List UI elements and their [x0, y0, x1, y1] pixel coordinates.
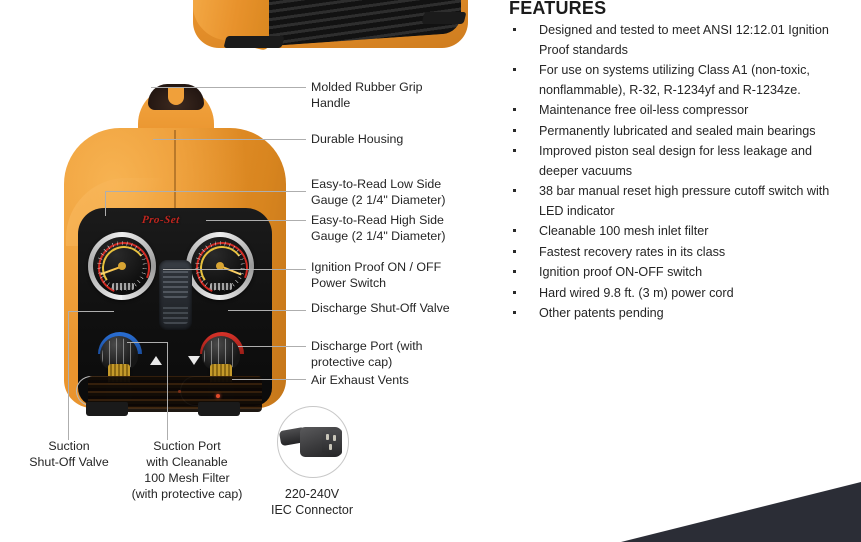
leader-line-suction-port	[127, 342, 167, 343]
brand-logo: Pro-Set	[141, 214, 181, 226]
rocker-ridges-bottom	[163, 304, 188, 324]
leader-line-high-gauge	[206, 220, 306, 221]
leader-line-suction-valve	[68, 311, 114, 312]
iec-pin-live	[326, 434, 329, 440]
callout-molded-rubber-grip-handle: Molded Rubber Grip Handle	[311, 80, 423, 110]
arrow-down-icon	[188, 356, 200, 365]
feature-item-text: Maintenance free oil-less compressor	[539, 103, 749, 117]
housing-seam-line	[174, 130, 176, 212]
feature-item: Improved piston seal design for less lea…	[509, 142, 849, 181]
iec-pin-earth	[329, 444, 332, 450]
vent-screw-dot	[178, 390, 181, 393]
decorative-corner-wedge	[621, 482, 861, 542]
feature-item-text: 38 bar manual reset high pressure cutoff…	[539, 184, 830, 218]
bullet-icon	[513, 108, 516, 111]
bullet-icon	[513, 68, 516, 71]
power-switch-rocker	[159, 260, 192, 330]
leader-line-low-gauge	[105, 191, 306, 192]
led-indicator	[216, 394, 220, 398]
iec-connector-inset: 220-240V IEC Connector	[271, 406, 357, 517]
leader-line-housing	[153, 139, 306, 140]
valve-spokes-red	[204, 338, 238, 368]
caption-suction-port: Suction Port with Cleanable 100 Mesh Fil…	[131, 439, 243, 501]
feature-item-text: Improved piston seal design for less lea…	[539, 144, 813, 178]
caption-suction-shutoff-valve: Suction Shut-Off Valve	[29, 439, 109, 469]
iec-plug-face	[322, 429, 342, 455]
feature-item: Other patents pending	[509, 304, 849, 324]
bullet-icon	[513, 290, 516, 294]
product-image-top-angle	[193, 0, 468, 66]
bullet-icon	[513, 149, 516, 152]
leader-line-grip	[151, 87, 306, 88]
callout-discharge-port: Discharge Port (with protective cap)	[311, 339, 423, 369]
caption-iec-connector: 220-240V IEC Connector	[271, 487, 353, 517]
leader-drop-suction-valve	[68, 311, 69, 440]
callout-low-side-gauge: Easy-to-Read Low Side Gauge (2 1/4" Diam…	[311, 177, 446, 207]
features-heading: FEATURES	[509, 0, 607, 18]
leader-line-power-switch	[163, 269, 306, 270]
high-gauge-subdial	[210, 283, 232, 290]
feature-item-text: Permanently lubricated and sealed main b…	[539, 123, 816, 138]
feature-item-text: Cleanable 100 mesh inlet filter	[539, 224, 709, 238]
low-gauge-hub	[118, 262, 126, 270]
feature-item-text: Designed and tested to meet ANSI 12:12.0…	[539, 23, 829, 57]
grip-notch	[168, 88, 184, 105]
feature-item: Hard wired 9.8 ft. (3 m) power cord	[509, 284, 849, 304]
feature-item-text: Hard wired 9.8 ft. (3 m) power cord	[539, 285, 734, 300]
unit-foot-left	[86, 402, 128, 416]
features-section: FEATURES Designed and tested to meet ANS…	[509, 0, 849, 325]
bullet-icon	[513, 28, 516, 31]
leader-line-discharge-valve	[228, 310, 306, 311]
callout-high-side-gauge: Easy-to-Read High Side Gauge (2 1/4" Dia…	[311, 213, 446, 243]
feature-item: 38 bar manual reset high pressure cutoff…	[509, 182, 849, 221]
leader-line-discharge-port	[238, 346, 306, 347]
high-side-gauge	[186, 232, 254, 300]
feature-item-text: Fastest recovery rates in its class	[539, 244, 726, 259]
top-unit-foot-right	[421, 12, 467, 24]
arrow-up-icon	[150, 356, 162, 365]
bullet-icon	[513, 249, 516, 253]
leader-drop-suction-port	[167, 342, 168, 440]
bullet-icon	[513, 128, 516, 132]
product-image-front-view: Pro-Set	[64, 84, 286, 421]
feature-item: For use on systems utilizing Class A1 (n…	[509, 61, 849, 100]
valve-spokes-blue	[102, 338, 136, 368]
callout-discharge-shutoff-valve: Discharge Shut-Off Valve	[311, 301, 450, 315]
iec-plug-body	[300, 427, 342, 457]
features-list: Designed and tested to meet ANSI 12:12.0…	[509, 21, 849, 324]
low-side-gauge	[88, 232, 156, 300]
callout-power-switch: Ignition Proof ON / OFF Power Switch	[311, 260, 442, 290]
callout-air-exhaust-vents: Air Exhaust Vents	[311, 373, 409, 387]
bullet-icon	[513, 270, 516, 273]
product-photo-area: Pro-Set	[29, 0, 468, 517]
bullet-icon	[513, 229, 516, 232]
bullet-icon	[513, 189, 516, 192]
low-gauge-face	[93, 237, 151, 295]
leader-drop-low-gauge	[105, 191, 106, 216]
iec-circle-frame	[277, 406, 349, 478]
feature-item: Maintenance free oil-less compressor	[509, 101, 849, 121]
unit-foot-right	[198, 402, 240, 416]
high-gauge-hub	[216, 262, 224, 270]
feature-item: Permanently lubricated and sealed main b…	[509, 122, 849, 142]
feature-item: Cleanable 100 mesh inlet filter	[509, 222, 849, 242]
callout-durable-housing: Durable Housing	[311, 132, 404, 146]
low-gauge-subdial	[112, 283, 134, 290]
feature-item: Fastest recovery rates in its class	[509, 243, 849, 263]
feature-item: Ignition proof ON-OFF switch	[509, 263, 849, 283]
feature-item-text: For use on systems utilizing Class A1 (n…	[539, 63, 810, 97]
feature-item-text: Other patents pending	[539, 306, 664, 320]
leader-line-vents	[232, 379, 306, 380]
control-panel: Pro-Set	[76, 208, 272, 412]
feature-item-text: Ignition proof ON-OFF switch	[539, 265, 703, 279]
iec-pin-neutral	[333, 435, 336, 441]
rocker-ridges-top	[163, 268, 188, 298]
high-gauge-face	[191, 237, 249, 295]
top-unit-foot-left	[223, 36, 285, 48]
bullet-icon	[513, 311, 516, 314]
feature-item: Designed and tested to meet ANSI 12:12.0…	[509, 21, 849, 60]
